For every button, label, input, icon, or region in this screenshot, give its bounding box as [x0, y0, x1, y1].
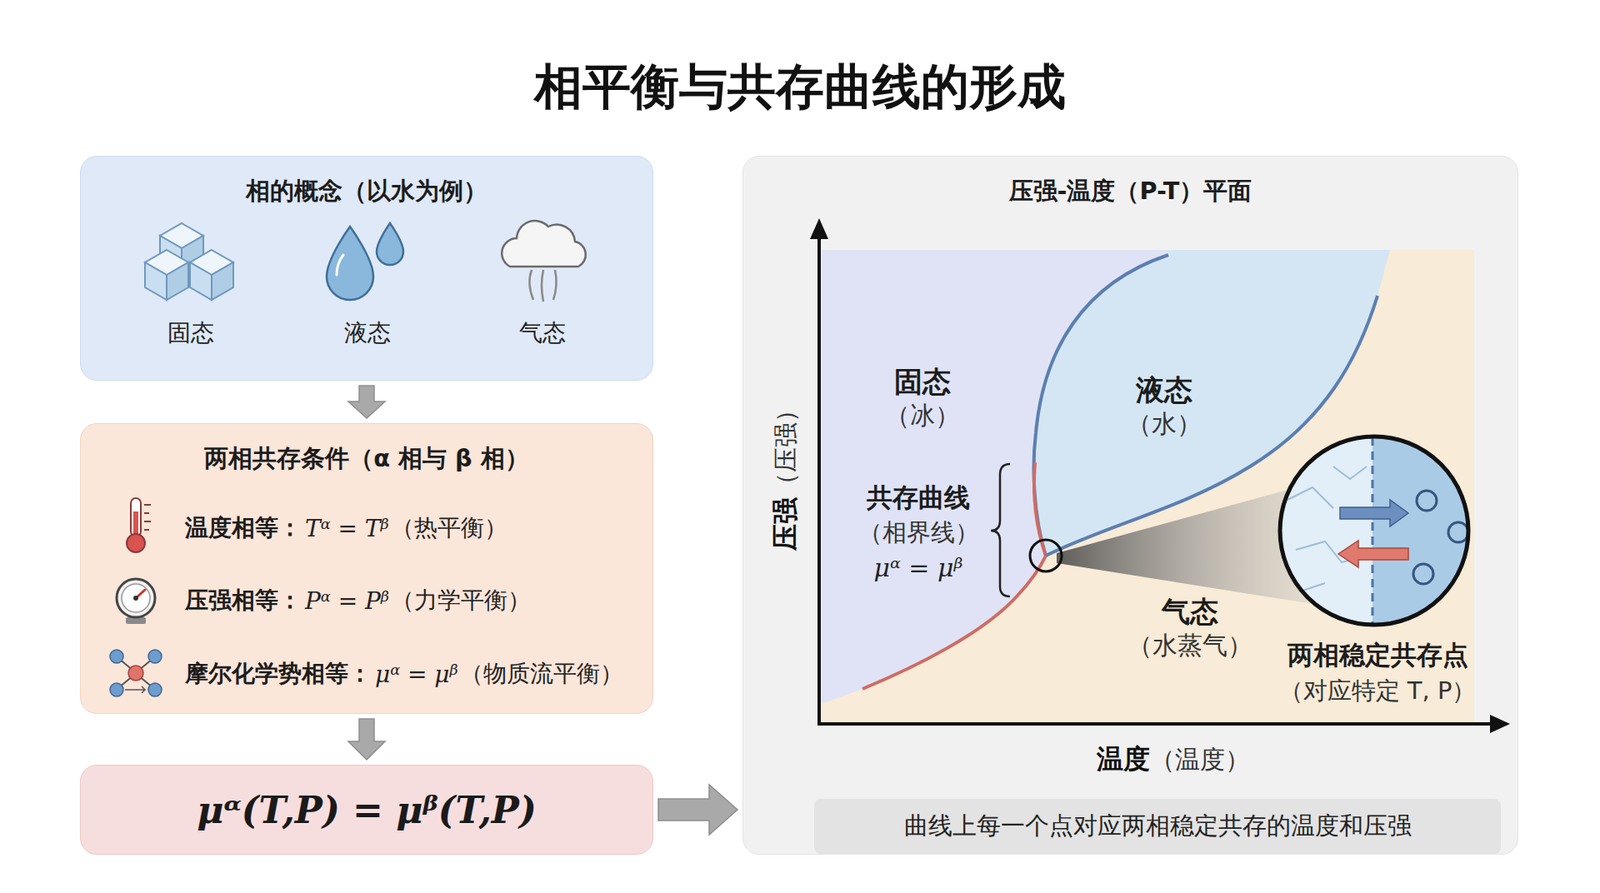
diagram-title: 相平衡与共存曲线的形成: [534, 58, 1066, 115]
box-text: 曲线上每一个点对应两相稳定共存的温度和压强: [904, 810, 1412, 844]
axis-label: 温度: [1096, 743, 1150, 775]
curve-note: （相界线）: [858, 518, 980, 547]
box-text: μᵅ(T,P) = μᵝ(T,P): [196, 789, 537, 832]
label-wrap: 气态: [519, 317, 566, 350]
region-name: 固态: [894, 364, 951, 400]
title-wrap: 相平衡与共存曲线的形成: [0, 55, 1600, 120]
label-wrap: （相界线）: [858, 516, 980, 550]
label-wrap: 固态: [167, 317, 215, 350]
label-wrap: （对应特定 T, P）: [1279, 675, 1477, 709]
condition-formula: μᵅ = μᵝ: [375, 660, 459, 689]
condition-row: 温度相等：Tᵅ = Tᵝ（热平衡）: [185, 511, 508, 545]
condition-name: 压强相等：: [185, 585, 302, 617]
flow-arrow: [348, 719, 385, 760]
liquid-region: 液态（水）: [1121, 370, 1207, 441]
curve-formula: μᵅ = μᵝ: [874, 553, 964, 583]
panel-heading: 两相共存条件（α 相与 β 相）: [80, 442, 653, 476]
region-name: 气态: [1161, 594, 1219, 630]
axis-note: （温度）: [1150, 745, 1250, 775]
label-wrap: 液态: [344, 317, 391, 350]
point-note: （对应特定 T, P）: [1279, 676, 1477, 705]
label-wrap: 两相稳定共存点: [1287, 638, 1469, 674]
condition-note: （热平衡）: [390, 512, 508, 545]
point-label: 两相稳定共存点: [1287, 640, 1469, 670]
condition-row: 摩尔化学势相等：μᵅ = μᵝ（物质流平衡）: [185, 657, 624, 691]
region-note: （水蒸气）: [1127, 630, 1253, 662]
region-name: 液态: [1135, 372, 1193, 409]
region-note: （冰）: [885, 400, 960, 432]
condition-note: （物质流平衡）: [460, 658, 624, 690]
panel-heading: 相的概念（以水为例）: [80, 175, 653, 209]
axis-title: 压强（压强）: [767, 397, 805, 551]
axis-note: （压强）: [770, 397, 800, 498]
equation-box: μᵅ(T,P) = μᵝ(T,P): [80, 765, 654, 855]
condition-name: 摩尔化学势相等：: [185, 658, 372, 690]
axis-label: 压强: [769, 497, 801, 551]
condition-name: 温度相等：: [185, 512, 302, 545]
axis-title: 温度（温度）: [1096, 741, 1250, 779]
condition-note: （力学平衡）: [390, 585, 531, 617]
region-note: （水）: [1126, 408, 1202, 440]
icon-label: 气态: [519, 319, 566, 347]
icon-label: 液态: [344, 319, 391, 347]
condition-formula: Tᵅ = Tᵝ: [305, 515, 390, 543]
gas-region: 气态（水蒸气）: [1122, 592, 1258, 663]
label-wrap: μᵅ = μᵝ: [874, 553, 964, 583]
condition-row: 压强相等：Pᵅ = Pᵝ（力学平衡）: [185, 584, 531, 618]
phase-concept-panel: 相的概念（以水为例）: [80, 155, 654, 381]
icon-label: 固态: [167, 319, 215, 347]
caption-bar: 曲线上每一个点对应两相稳定共存的温度和压强: [814, 799, 1501, 855]
coexistence-conditions-panel: 两相共存条件（α 相与 β 相） 温度相等：Tᵅ = Tᵝ（热平衡） 压强相等：Pᵅ…: [80, 423, 654, 715]
panel-heading: 压强-温度（P-T）平面: [743, 175, 1518, 209]
curve-label: 共存曲线: [866, 482, 970, 513]
condition-formula: Pᵅ = Pᵝ: [305, 587, 390, 615]
flow-arrow: [348, 385, 385, 419]
label-wrap: 共存曲线: [866, 480, 970, 516]
flow-arrow: [658, 785, 738, 835]
solid-region: 固态（冰）: [880, 362, 965, 433]
